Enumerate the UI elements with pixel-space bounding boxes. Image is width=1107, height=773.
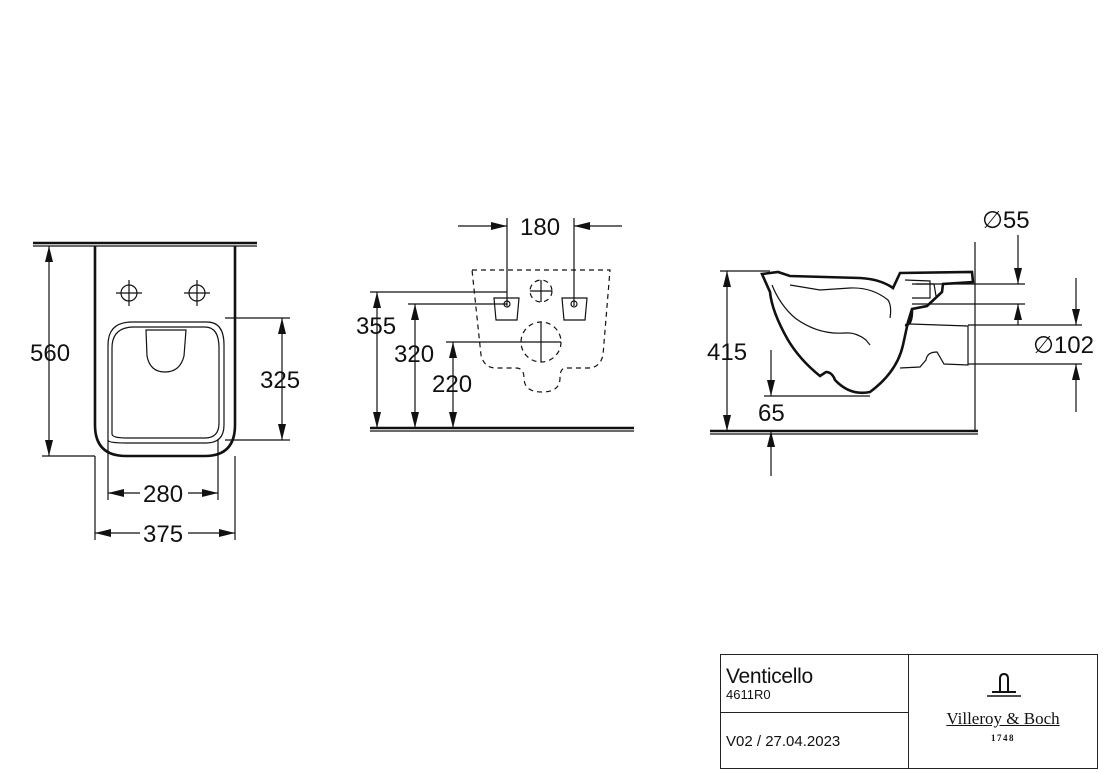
- rear-fixing-spacing-dimension: 180: [520, 214, 560, 241]
- side-inlet-diameter-dimension: ∅55: [982, 207, 1030, 234]
- faucet-logo-icon: [987, 672, 1021, 697]
- brand-year: 1748: [991, 733, 1015, 743]
- fixing-bolt-left-icon: [115, 279, 143, 307]
- brand-name: Villeroy & Boch: [946, 709, 1060, 728]
- front-outer-width-dimension: 375: [143, 521, 183, 548]
- fixing-bolt-right-icon: [183, 279, 211, 307]
- title-block: Venticello 4611R0 V02 / 27.04.2023 Ville…: [720, 654, 1098, 769]
- side-outlet-diameter-dimension: ∅102: [1033, 332, 1094, 359]
- rear-fixing-upper-dimension: 355: [356, 313, 396, 340]
- rear-fixing-lower-dimension: 320: [394, 341, 434, 368]
- title-block-name-cell: Venticello 4611R0: [721, 655, 908, 713]
- front-seat-dimension: 325: [260, 367, 300, 394]
- rear-view: [370, 218, 634, 432]
- side-view: [710, 235, 1082, 476]
- product-code: 4611R0: [726, 687, 771, 702]
- product-name: Venticello: [726, 665, 813, 688]
- front-inner-width-dimension: 280: [143, 481, 183, 508]
- front-height-dimension: 560: [30, 340, 70, 367]
- side-outlet-offset-dimension: 65: [758, 400, 785, 427]
- brand-logo: Villeroy & Boch 1748: [909, 655, 1097, 768]
- front-view: [33, 241, 290, 540]
- side-height-dimension: 415: [707, 339, 747, 366]
- drawing-version: V02 / 27.04.2023: [726, 733, 841, 750]
- title-block-info: Venticello 4611R0 V02 / 27.04.2023: [721, 655, 909, 768]
- rear-outlet-height-dimension: 220: [432, 371, 472, 398]
